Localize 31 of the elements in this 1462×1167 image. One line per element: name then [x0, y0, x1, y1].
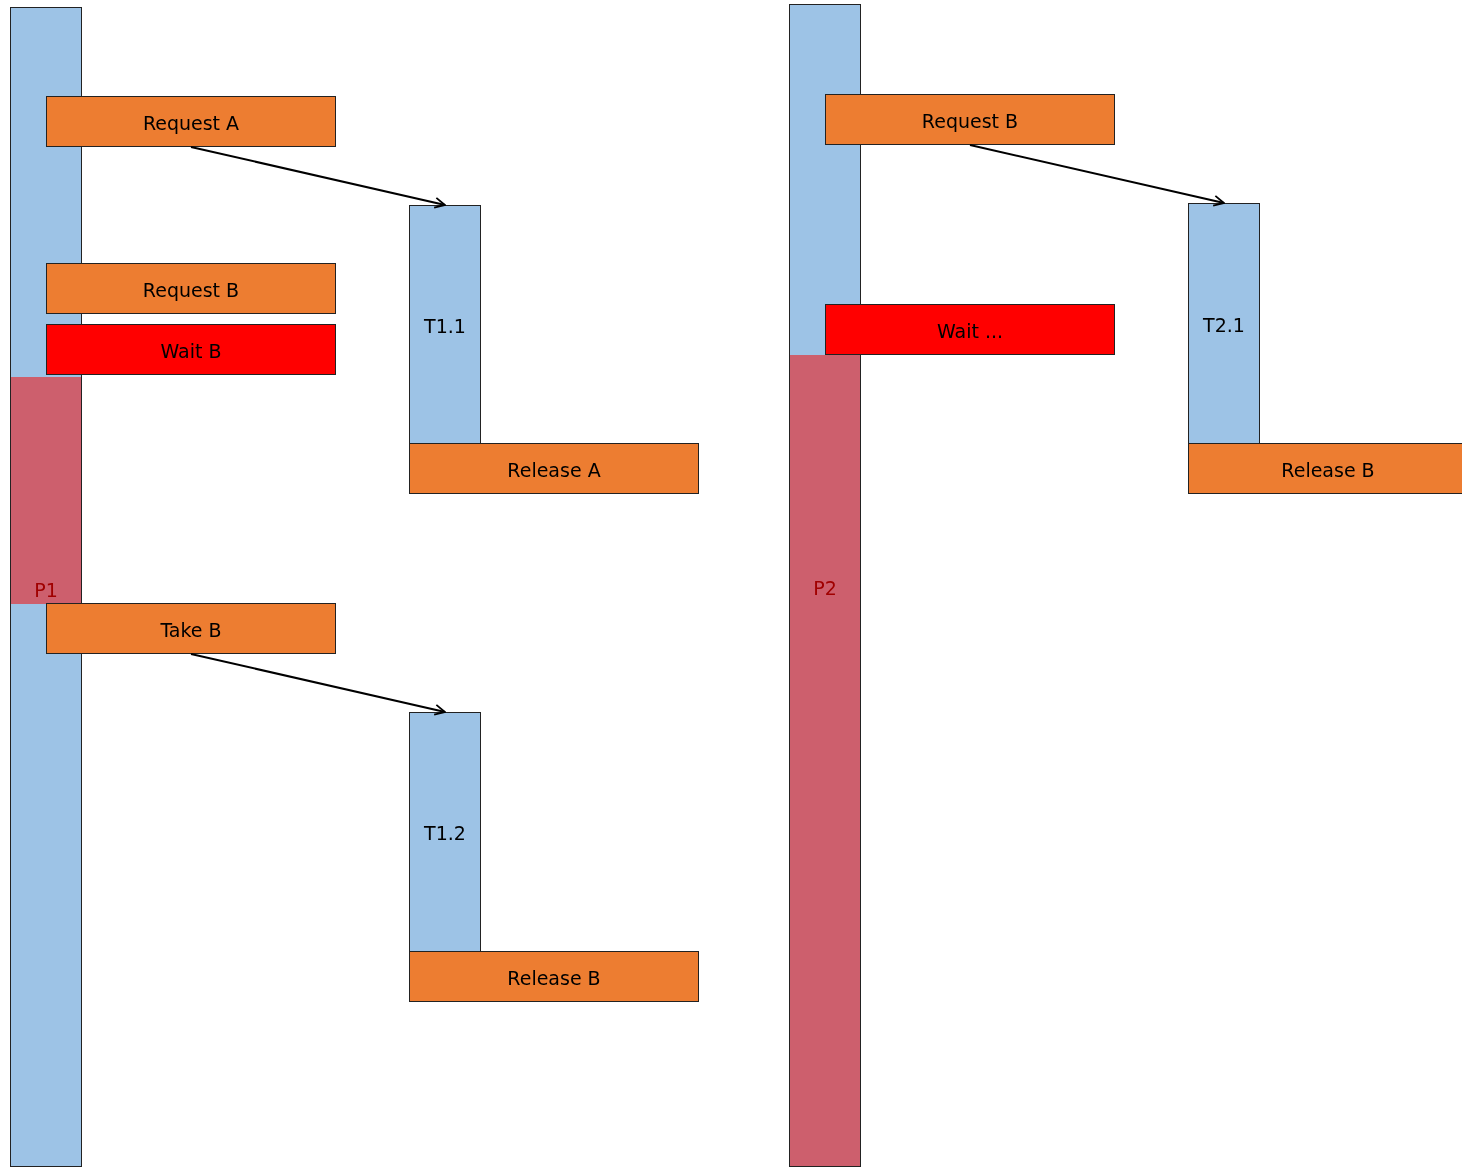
step-box: [409, 443, 699, 494]
step-box: [825, 94, 1115, 145]
step-label: Release B: [506, 965, 602, 990]
step-label: Request B: [141, 277, 241, 302]
step-box: [46, 603, 336, 654]
step-label: T1.1: [423, 313, 467, 338]
arrow: [190, 146, 446, 209]
step-box: [409, 951, 699, 1002]
step-label: Request A: [141, 110, 241, 135]
step-label: T1.2: [423, 821, 467, 845]
step-label: Release A: [506, 457, 602, 482]
process-timeline-bar: [789, 4, 861, 1167]
process-timeline-bar: [10, 7, 82, 1167]
step-box: [46, 263, 336, 314]
wait-box: [46, 324, 336, 375]
step-label: Wait ...: [935, 318, 1005, 343]
process-label: P2: [812, 576, 838, 600]
arrow: [969, 144, 1225, 207]
step-label: Release B: [1280, 457, 1376, 482]
step-label: Wait B: [159, 338, 223, 363]
step-label: Request B: [920, 108, 1020, 133]
thread-bar: [409, 712, 481, 952]
arrow: [190, 653, 446, 716]
process-label: P1: [33, 578, 59, 602]
step-box: [1188, 443, 1462, 494]
thread-bar: [409, 205, 481, 444]
thread-bar: [1188, 203, 1260, 444]
step-label: T2.1: [1202, 312, 1246, 337]
step-box: [46, 96, 336, 147]
wait-box: [825, 304, 1115, 355]
step-label: Take B: [159, 617, 223, 642]
